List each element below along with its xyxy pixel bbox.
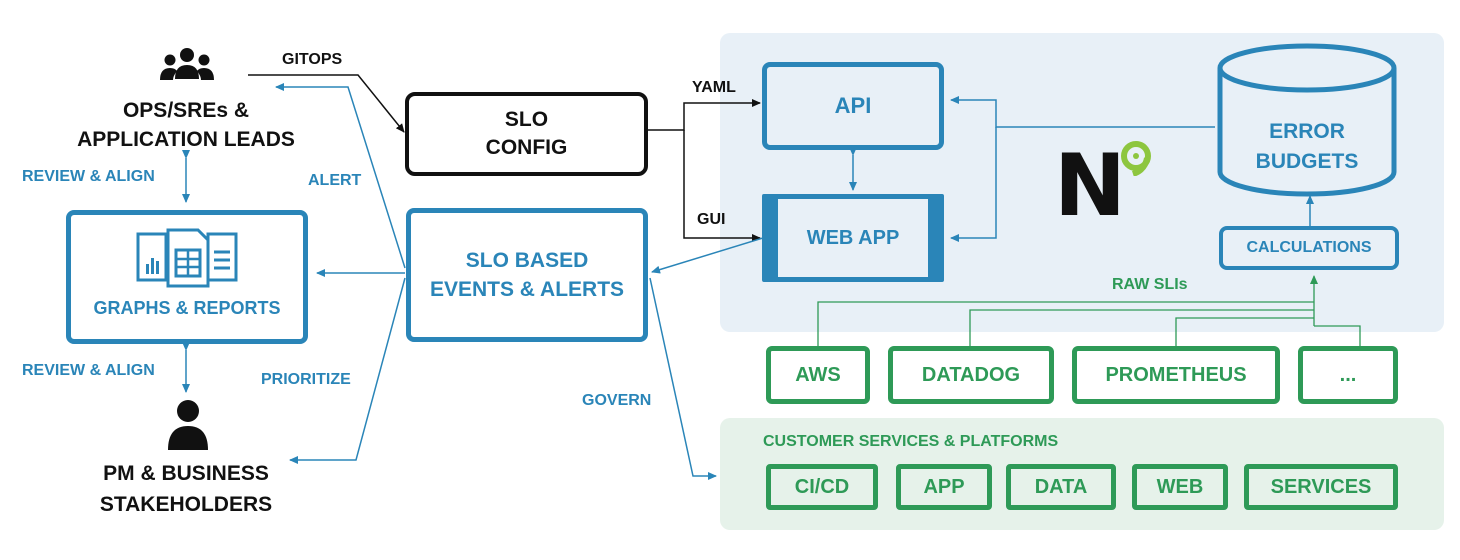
customer-item-data[interactable]: DATA xyxy=(1006,464,1116,510)
customer-item-data-label: DATA xyxy=(1034,475,1088,498)
nobl9-logo-mark-icon xyxy=(1121,141,1151,176)
team-icon xyxy=(160,48,214,80)
web-app-box[interactable]: WEB APP xyxy=(762,194,944,282)
review-align-top-label: REVIEW & ALIGN xyxy=(22,168,155,185)
web-app-label: WEB APP xyxy=(806,226,900,249)
gui-arrow xyxy=(683,130,761,242)
customer-item-services-label: SERVICES xyxy=(1270,475,1372,498)
source-prometheus[interactable]: PROMETHEUS xyxy=(1072,346,1280,404)
customer-services-panel xyxy=(720,418,1444,530)
yaml-label: YAML xyxy=(692,79,736,96)
customer-item-app-label: APP xyxy=(923,475,965,498)
source-aws[interactable]: AWS xyxy=(766,346,870,404)
customer-item-services[interactable]: SERVICES xyxy=(1244,464,1398,510)
slo-config-box[interactable]: SLO CONFIG xyxy=(405,92,648,176)
calculations-box[interactable]: CALCULATIONS xyxy=(1219,226,1399,270)
calculations-label: CALCULATIONS xyxy=(1246,239,1372,256)
customer-item-cicd[interactable]: CI/CD xyxy=(766,464,878,510)
source-more[interactable]: ... xyxy=(1298,346,1398,404)
graphs-reports-box[interactable]: GRAPHS & REPORTS xyxy=(66,210,308,344)
gitops-arrow xyxy=(248,74,405,133)
person-icon xyxy=(168,400,208,450)
customer-item-web-label: WEB xyxy=(1156,475,1204,498)
slo-config-label: SLO CONFIG xyxy=(485,108,568,159)
error-budgets-cylinder[interactable] xyxy=(1212,40,1402,202)
graphs-reports-label: GRAPHS & REPORTS xyxy=(93,298,281,318)
source-datadog-label: DATADOG xyxy=(921,363,1021,386)
raw-slis-label: RAW SLIs xyxy=(1112,276,1188,293)
gitops-label: GITOPS xyxy=(282,51,343,68)
api-box[interactable]: API xyxy=(762,62,944,150)
review-align-bottom-label: REVIEW & ALIGN xyxy=(22,362,155,379)
reports-icon xyxy=(136,228,238,288)
alert-arrow xyxy=(275,83,406,269)
source-aws-label: AWS xyxy=(795,363,841,386)
customer-item-app[interactable]: APP xyxy=(896,464,992,510)
customer-services-title: CUSTOMER SERVICES & PLATFORMS xyxy=(763,433,1059,450)
gui-label: GUI xyxy=(697,211,726,228)
nobl9-logo: N xyxy=(1054,136,1126,236)
customer-item-web[interactable]: WEB xyxy=(1132,464,1228,510)
budgets-to-api-arrow xyxy=(950,96,1215,128)
pm-stakeholders-label: PM & BUSINESS STAKEHOLDERS xyxy=(99,462,273,516)
govern-arrow xyxy=(649,277,717,480)
govern-label: GOVERN xyxy=(582,392,652,409)
prioritize-arrow xyxy=(289,277,406,464)
customer-item-cicd-label: CI/CD xyxy=(794,475,850,498)
api-label: API xyxy=(834,93,872,118)
error-budgets-label: ERROR BUDGETS xyxy=(1255,120,1359,173)
source-datadog[interactable]: DATADOG xyxy=(888,346,1054,404)
slo-events-alerts-box[interactable]: SLO BASED EVENTS & ALERTS xyxy=(406,208,648,342)
raw-slis-lines xyxy=(817,275,1361,346)
source-more-label: ... xyxy=(1339,363,1357,386)
webapp-to-events-arrow xyxy=(651,237,764,274)
budgets-to-webapp-arrow xyxy=(950,127,997,242)
slo-events-alerts-label: SLO BASED EVENTS & ALERTS xyxy=(429,249,625,301)
prioritize-label: PRIORITIZE xyxy=(261,371,351,388)
ops-sre-label: OPS/SREs & APPLICATION LEADS xyxy=(77,99,295,151)
yaml-arrow xyxy=(648,99,761,131)
alert-label: ALERT xyxy=(308,172,362,189)
source-prometheus-label: PROMETHEUS xyxy=(1105,363,1247,386)
